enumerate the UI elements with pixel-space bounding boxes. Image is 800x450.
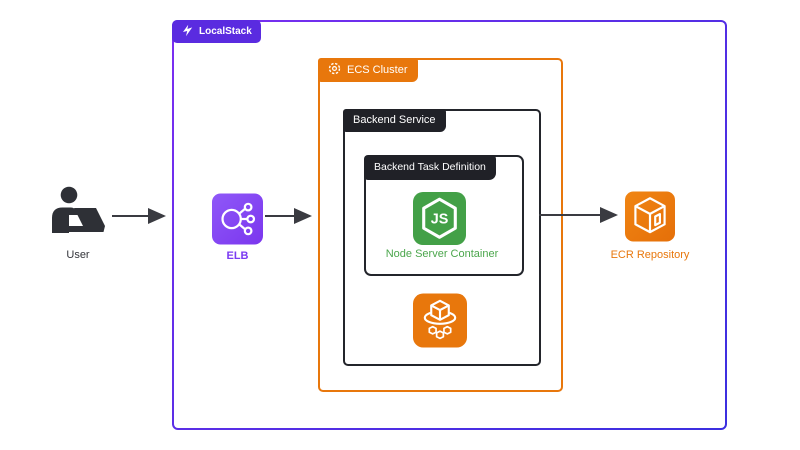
node-server-container-label: Node Server Container xyxy=(385,248,499,260)
ecs-cluster-ring-icon xyxy=(328,62,341,78)
user-label: User xyxy=(66,249,90,261)
elb-label: ELB xyxy=(226,250,249,262)
nodejs-icon-text: JS xyxy=(431,211,449,227)
ecr-repository-cube-icon xyxy=(625,190,675,248)
elastic-load-balancer-icon xyxy=(212,193,263,250)
ecs-service-cubes-icon xyxy=(413,293,467,353)
ecs-cluster-tab: ECS Cluster xyxy=(318,58,418,82)
localstack-logo-icon xyxy=(181,24,194,40)
user-at-laptop-icon xyxy=(47,186,109,241)
ecr-repository-label: ECR Repository xyxy=(610,249,690,261)
backend-task-definition-tab: Backend Task Definition xyxy=(364,155,496,180)
nodejs-hexagon-icon: JS xyxy=(412,192,467,250)
localstack-label: LocalStack xyxy=(199,25,252,37)
backend-task-definition-label: Backend Task Definition xyxy=(374,161,486,174)
ecs-cluster-label: ECS Cluster xyxy=(347,63,408,76)
backend-service-tab: Backend Service xyxy=(343,109,446,132)
localstack-tab: LocalStack xyxy=(172,20,261,43)
backend-service-label: Backend Service xyxy=(353,114,436,126)
